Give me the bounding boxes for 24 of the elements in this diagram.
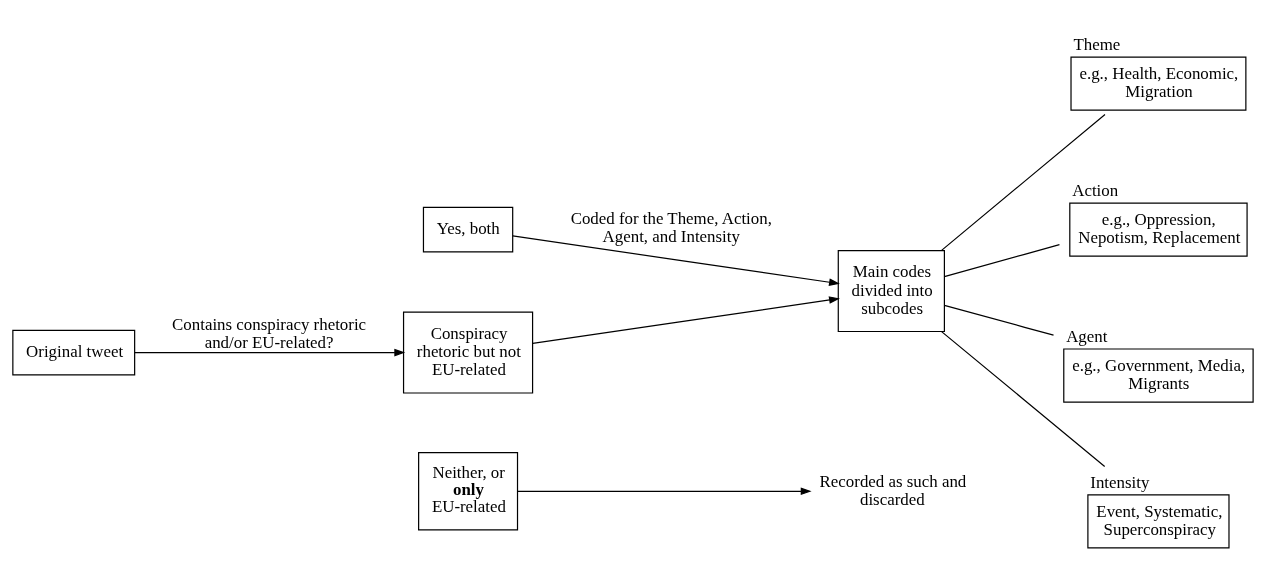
node-box: e.g., Health, Economic, Migration — [1070, 56, 1247, 111]
arrow — [532, 296, 840, 344]
connector — [941, 331, 1106, 468]
node-box: Yes, both — [422, 206, 514, 253]
edge-label: Contains conspiracy rhetoric and/or EU-related? — [172, 314, 367, 353]
arrow — [134, 348, 406, 357]
node-text: Recorded as such and discarded — [819, 471, 967, 509]
edge-label: Coded for the Theme, Action, Agent, and Intensity — [570, 208, 772, 246]
node-box: Event, Systematic, Superconspiracy — [1087, 494, 1230, 549]
node-box: Main codes divided into subcodes — [837, 250, 945, 333]
connector — [943, 244, 1061, 278]
arrow — [512, 235, 840, 286]
node-box: e.g., Government, Media, Migrants — [1063, 348, 1254, 403]
node-label: Intensity — [1090, 472, 1150, 492]
node-box: Conspiracy rhetoric but not EU-related — [402, 311, 534, 394]
node-label: Theme — [1073, 35, 1121, 55]
connector — [943, 304, 1055, 336]
arrow — [516, 487, 812, 496]
node-box: e.g., Oppression, Nepotism, Replacement — [1069, 202, 1248, 257]
node-box: Neither, or only EU-related — [418, 452, 519, 531]
node-label: Agent — [1066, 326, 1108, 346]
connector — [940, 113, 1106, 252]
node-label: Action — [1072, 181, 1119, 201]
node-box: Original tweet — [12, 329, 136, 376]
